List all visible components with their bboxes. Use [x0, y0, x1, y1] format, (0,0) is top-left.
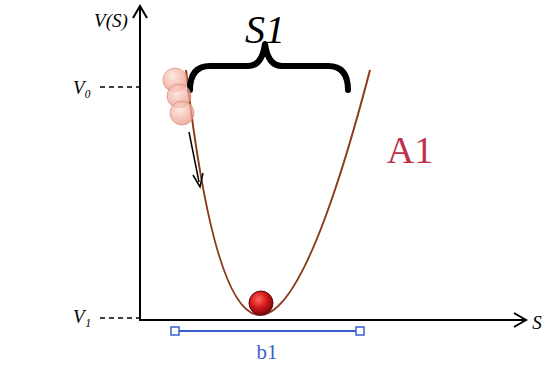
segment-end [356, 327, 364, 335]
potential-curve [186, 70, 370, 315]
y-axis [139, 8, 141, 320]
x-axis-arrow [514, 313, 526, 327]
curve-label: A1 [387, 131, 433, 169]
segment-label: b1 [257, 342, 278, 363]
y-axis-arrow [133, 6, 147, 18]
ghost-ball [170, 101, 194, 125]
motion-arrow [189, 132, 199, 182]
motion-arrowhead [193, 173, 203, 187]
range-brace [190, 44, 348, 90]
v1-level [100, 317, 139, 319]
x-axis [139, 319, 525, 321]
axis-label: V(S) [94, 11, 128, 30]
v0-level [100, 86, 139, 88]
range-segment [175, 330, 360, 332]
ball [249, 291, 273, 315]
axis-label: S [532, 313, 542, 332]
level-label: V₀ [73, 78, 91, 97]
range-label: S1 [245, 10, 285, 50]
segment-end [171, 327, 179, 335]
level-label: V₁ [73, 307, 91, 326]
